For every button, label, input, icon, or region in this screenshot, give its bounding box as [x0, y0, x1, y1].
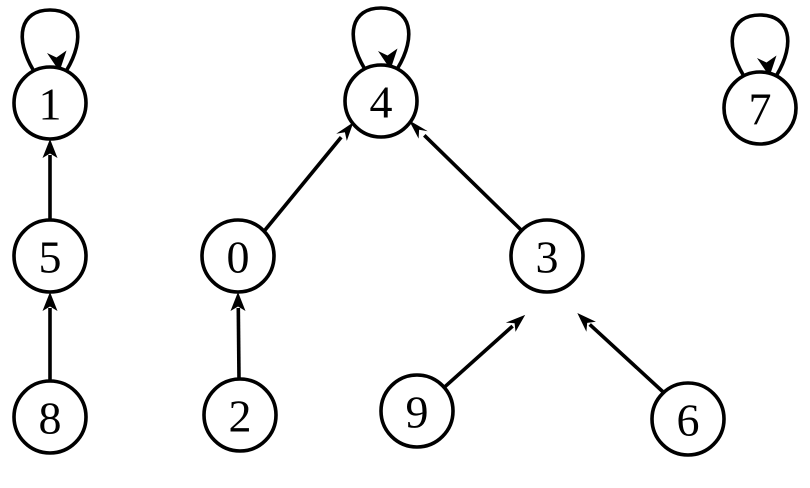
edge-8-to-5 [42, 292, 58, 381]
node-8[interactable]: 8 [12, 379, 88, 455]
node-1[interactable]: 1 [12, 65, 88, 141]
node-8-circle[interactable] [12, 379, 88, 455]
node-0-circle[interactable] [200, 218, 276, 294]
edge-7-to-7-self-loop-arrowhead [757, 55, 777, 77]
node-4-circle[interactable] [343, 63, 419, 139]
node-7[interactable]: 7 [722, 70, 798, 146]
edge-9-to-3-arrowhead [505, 314, 526, 332]
node-1-label: 1 [39, 79, 62, 130]
node-1-circle[interactable] [12, 65, 88, 141]
node-0-label: 0 [227, 232, 250, 283]
node-layer: 1 5 8 4 0 2 3 9 [12, 63, 798, 457]
edge-7-to-7-self-loop-path [730, 13, 790, 77]
edge-4-to-4-self-loop-path [351, 6, 411, 70]
node-3-label: 3 [536, 232, 559, 283]
node-5-label: 5 [39, 232, 62, 283]
edge-9-to-3 [443, 314, 526, 389]
node-9-label: 9 [406, 387, 429, 438]
node-3[interactable]: 3 [509, 218, 585, 294]
node-6-circle[interactable] [650, 381, 726, 457]
node-9-circle[interactable] [379, 373, 455, 449]
edge-0-to-4-line [262, 136, 343, 233]
edge-6-to-3 [577, 313, 665, 394]
node-3-circle[interactable] [509, 218, 585, 294]
node-7-circle[interactable] [722, 70, 798, 146]
edge-layer [20, 6, 790, 394]
edge-8-to-5-arrowhead [42, 292, 58, 311]
edge-1-to-1-self-loop [20, 8, 80, 72]
node-2-label: 2 [229, 391, 252, 442]
edge-6-to-3-arrowhead [577, 313, 596, 332]
edge-5-to-1 [42, 139, 58, 220]
node-6-label: 6 [677, 395, 700, 446]
node-6[interactable]: 6 [650, 381, 726, 457]
edge-1-to-1-self-loop-path [20, 8, 80, 72]
node-5[interactable]: 5 [12, 218, 88, 294]
edge-3-to-4-arrowhead [408, 120, 428, 139]
edge-4-to-4-self-loop [351, 6, 411, 70]
node-4-label: 4 [370, 77, 393, 128]
node-8-label: 8 [39, 393, 62, 444]
node-7-label: 7 [749, 84, 772, 135]
edge-3-to-4-line [423, 134, 523, 232]
edge-0-to-4-arrowhead [336, 122, 354, 141]
edge-6-to-3-line [588, 323, 665, 394]
edge-3-to-4 [408, 120, 523, 232]
node-5-circle[interactable] [12, 218, 88, 294]
edge-9-to-3-line [443, 324, 514, 389]
edge-7-to-7-self-loop [730, 13, 790, 77]
edge-0-to-4 [262, 122, 354, 233]
edge-5-to-1-arrowhead [42, 139, 58, 158]
edge-2-to-0-arrowhead [230, 292, 246, 311]
node-0[interactable]: 0 [200, 218, 276, 294]
edge-2-to-0-line [236, 307, 241, 380]
edge-2-to-0 [230, 292, 246, 380]
node-2[interactable]: 2 [202, 377, 278, 453]
node-2-circle[interactable] [202, 377, 278, 453]
node-4[interactable]: 4 [343, 63, 419, 139]
edge-4-to-4-self-loop-arrowhead [378, 48, 398, 70]
edge-1-to-1-self-loop-arrowhead [47, 50, 67, 72]
node-9[interactable]: 9 [379, 373, 455, 449]
